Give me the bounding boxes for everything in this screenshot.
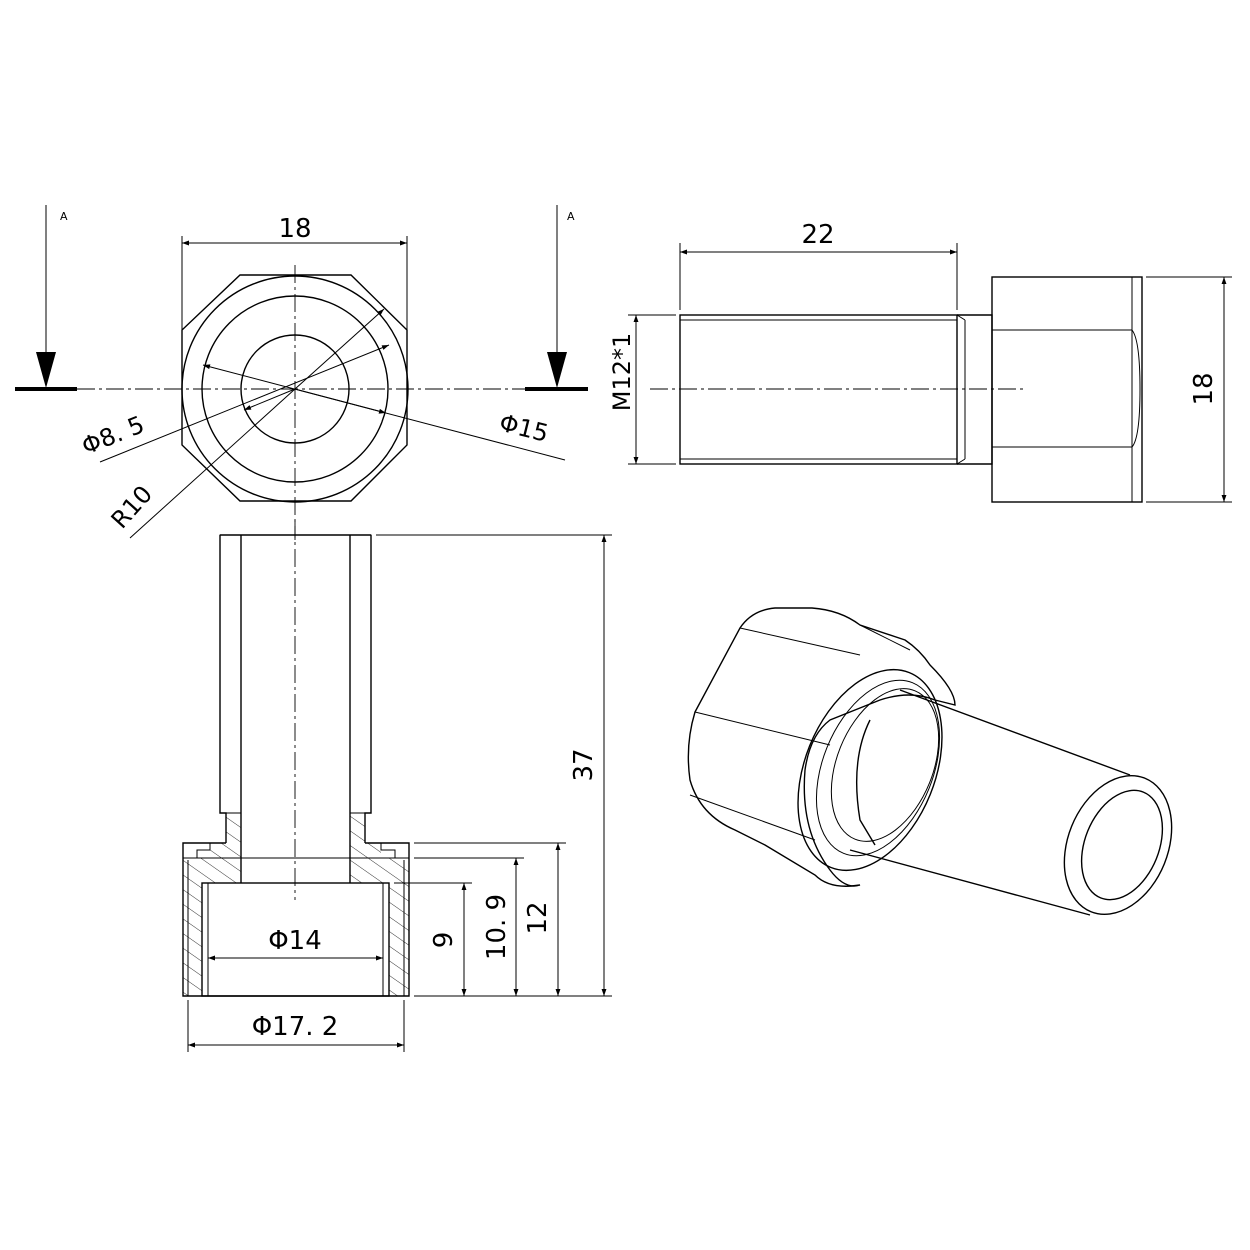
dim-12: 12 <box>523 901 553 934</box>
section-label-left: A <box>60 210 68 223</box>
inner-cavity <box>201 882 390 997</box>
dim-outer-15: Φ15 <box>497 409 552 448</box>
section-label-right: A <box>567 210 575 223</box>
dim-height-18: 18 <box>1189 372 1219 405</box>
dim-length-22: 22 <box>801 220 834 250</box>
bore-circle <box>240 334 350 444</box>
dim-inner-dia-14: Φ14 <box>268 926 322 956</box>
dim-bore-8-5: Φ8. 5 <box>78 410 148 460</box>
dim-radius-10: R10 <box>106 480 158 534</box>
dim-width-18: 18 <box>278 214 311 244</box>
iso-tube-end <box>1063 774 1173 916</box>
section-marker-right: A <box>525 205 588 391</box>
dim-thread-m12: M12*1 <box>608 333 636 412</box>
isometric-view <box>687 607 1173 916</box>
top-view: 18 Φ8. 5 Φ15 R10 <box>77 214 566 540</box>
dim-outer-dia-17-2: Φ17. 2 <box>252 1012 339 1042</box>
iso-hex-nut <box>687 607 956 887</box>
threaded-tube <box>679 314 958 465</box>
dim-total-37: 37 <box>569 748 599 781</box>
side-view: 22 M12*1 18 <box>608 220 1232 503</box>
outer-circle <box>181 275 409 503</box>
iso-tube <box>849 689 1131 916</box>
dim-10-9: 10. 9 <box>482 894 512 960</box>
middle-circle <box>201 295 389 483</box>
section-view: Φ14 Φ17. 2 37 12 10. 9 9 <box>182 520 612 1052</box>
dim-9: 9 <box>429 932 459 949</box>
section-marker-left: A <box>15 205 77 391</box>
hex-nut-side <box>991 276 1143 503</box>
